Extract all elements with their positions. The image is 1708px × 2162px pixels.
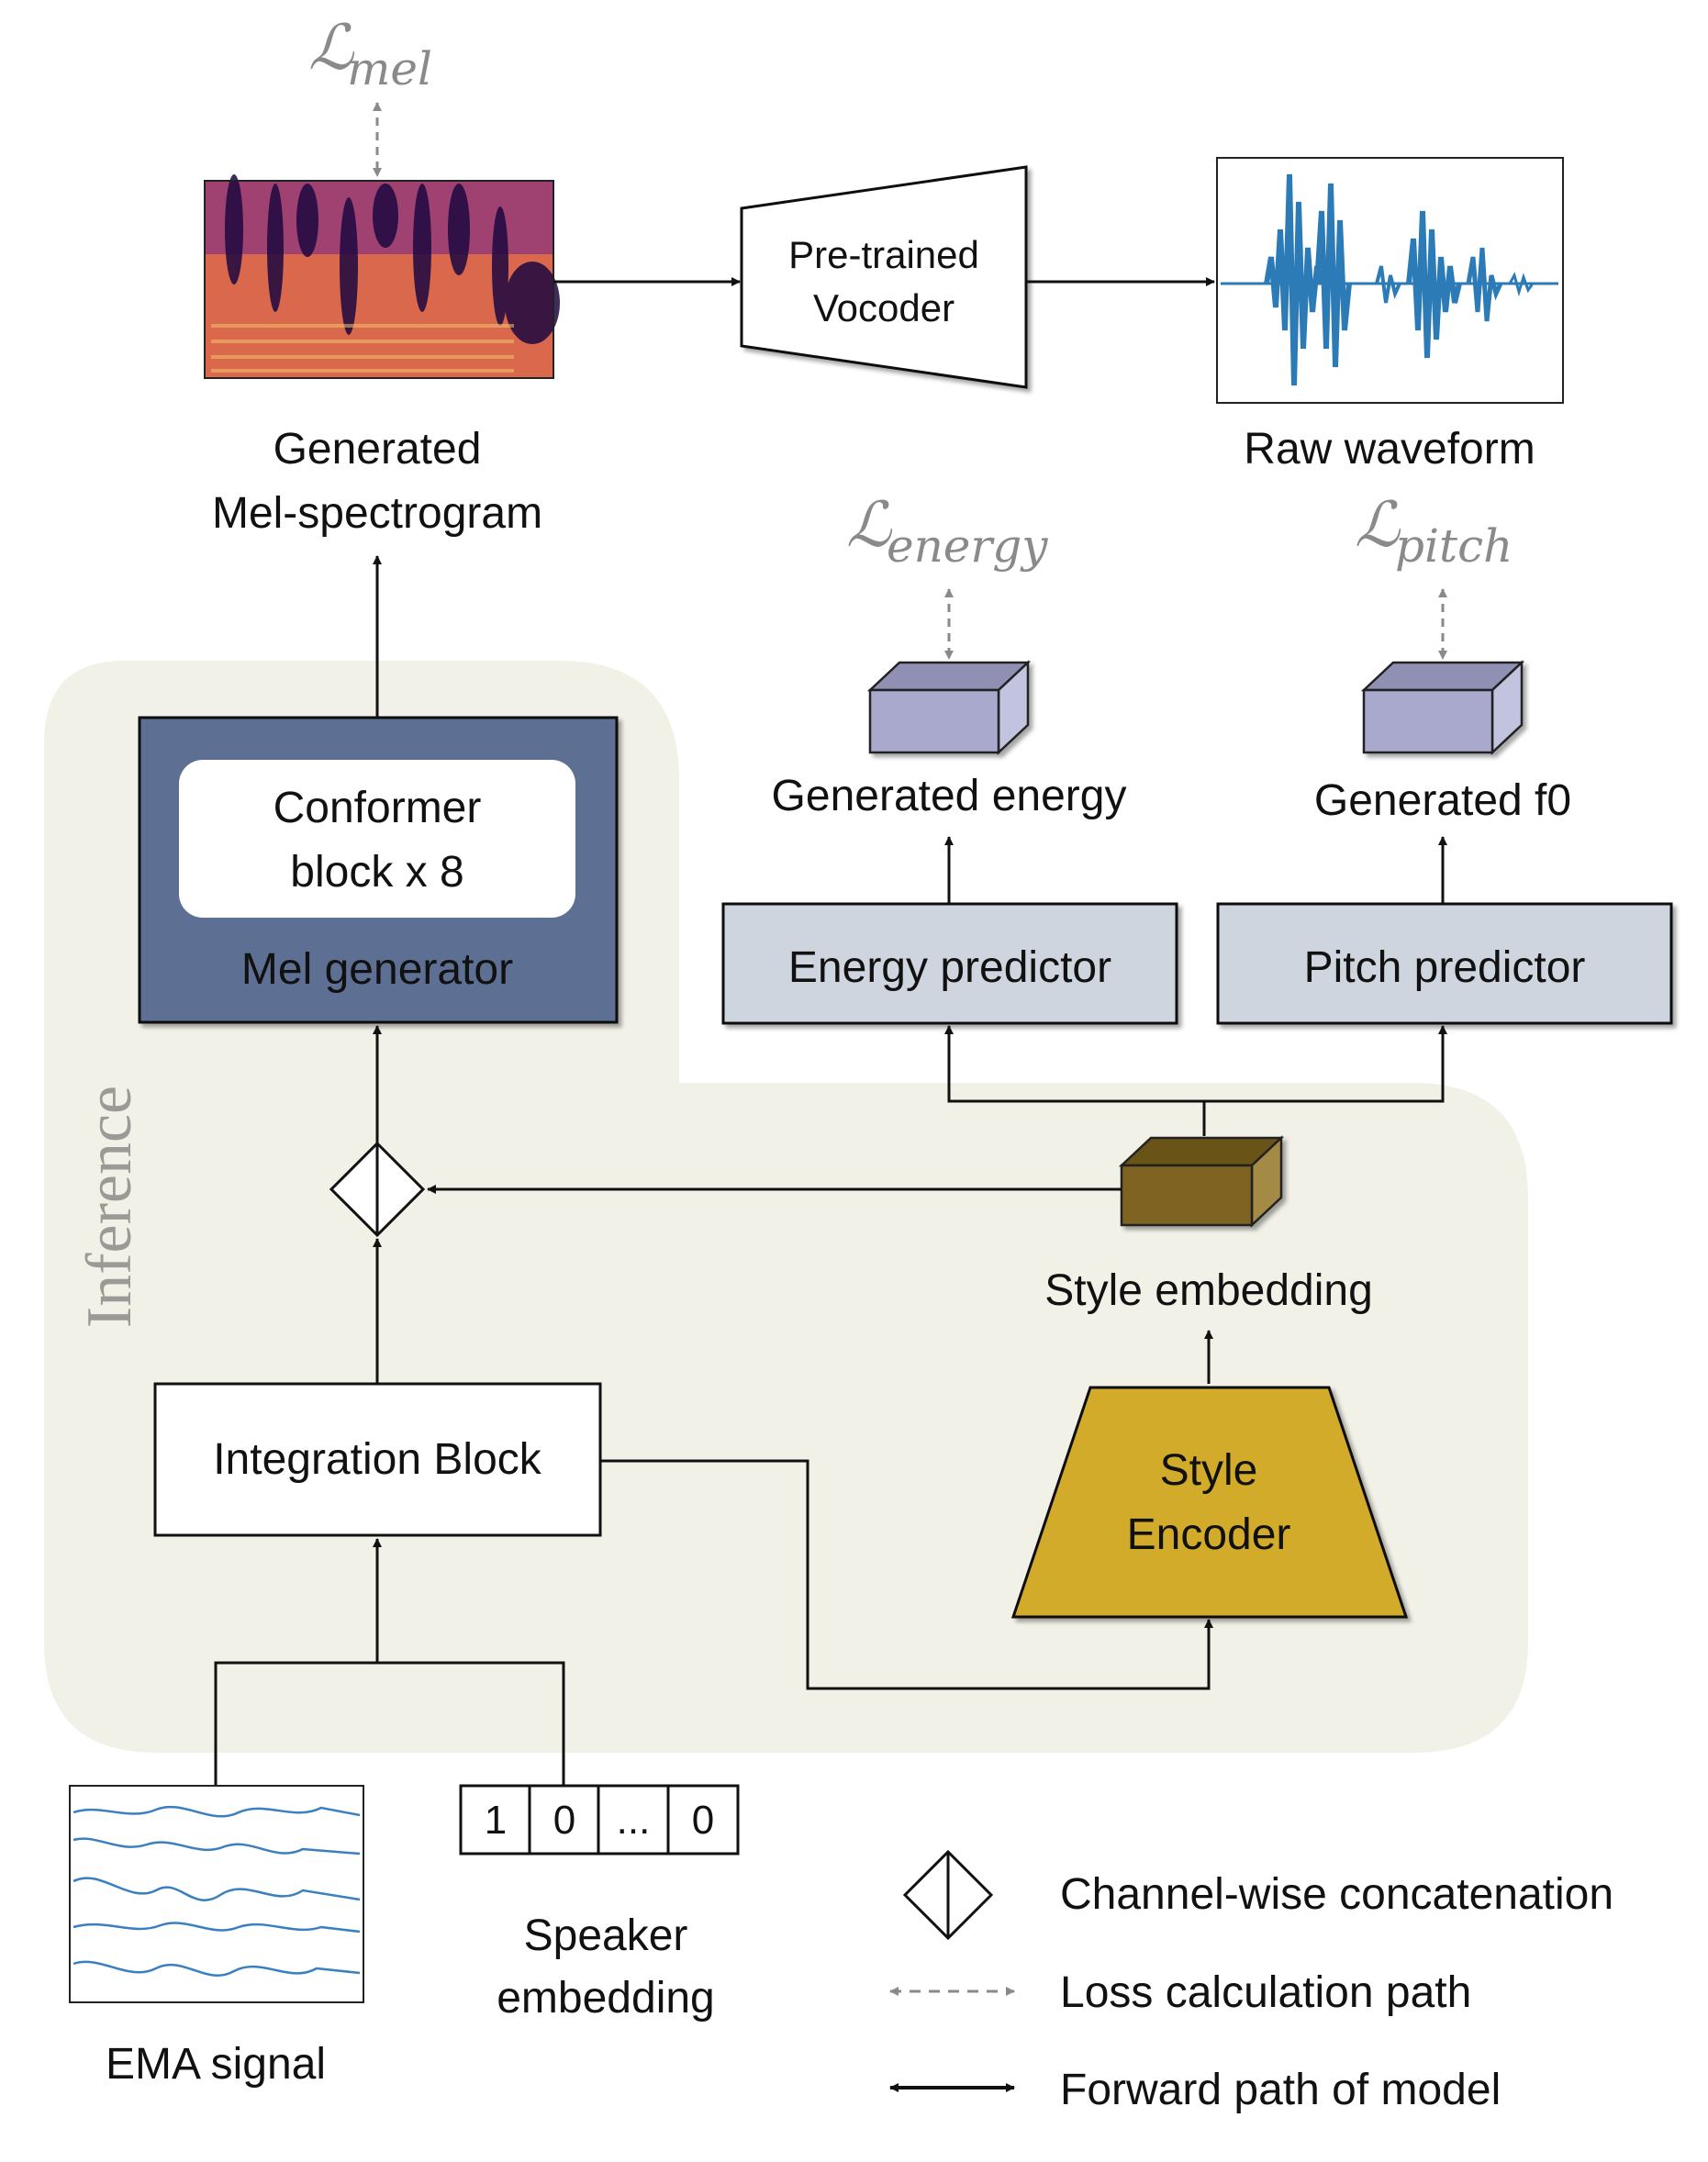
style-embedding-label: Style embedding — [1044, 1266, 1373, 1315]
style-encoder-block — [1010, 1386, 1409, 1619]
loss-mel: ℒ mel — [308, 12, 432, 95]
speaker-embedding-label-line1: Speaker — [524, 1911, 688, 1960]
speaker-vector: 1 0 ... 0 — [459, 1784, 740, 1856]
loss-energy-symbol: ℒ — [846, 489, 893, 562]
vocoder-block — [740, 165, 1028, 389]
style-encoder-label-line2: Encoder — [1127, 1510, 1291, 1559]
loss-energy: ℒ energy — [846, 489, 1048, 573]
raw-waveform-label: Raw waveform — [1244, 425, 1535, 474]
concat-node — [329, 1141, 426, 1238]
generated-mel-label-line2: Mel-spectrogram — [212, 489, 542, 538]
mel-generator-label: Mel generator — [241, 945, 513, 994]
style-to-energy-predictor — [944, 1025, 1206, 1136]
pitch-predictor-block — [1216, 902, 1673, 1025]
style-encoder-label-line1: Style — [1160, 1446, 1258, 1495]
conformer-label-line1: Conformer — [274, 784, 482, 832]
pitch-predictor-label: Pitch predictor — [1304, 943, 1586, 992]
ema-signal-image — [69, 1785, 364, 2003]
speaker-vector-cell: ... — [617, 1798, 651, 1843]
loss-mel-symbol: ℒ — [308, 12, 355, 84]
vocoder-label-line2: Vocoder — [813, 286, 954, 329]
vocoder-label-line1: Pre-trained — [788, 233, 979, 276]
legend: Channel-wise concatenation Loss calculat… — [889, 1849, 1613, 2114]
generated-mel-label-line1: Generated — [274, 425, 482, 474]
loss-mel-subscript: mel — [347, 42, 432, 95]
integration-block-label: Integration Block — [213, 1435, 542, 1484]
generated-energy-label: Generated energy — [772, 772, 1127, 820]
generated-f0-label: Generated f0 — [1314, 776, 1571, 825]
loss-pitch: ℒ pitch — [1355, 489, 1513, 573]
speaker-vector-cell: 0 — [692, 1798, 714, 1843]
speaker-vector-cell: 1 — [485, 1798, 507, 1843]
conformer-label-line2: block x 8 — [290, 848, 463, 897]
legend-loss-path-label: Loss calculation path — [1060, 1968, 1471, 2017]
loss-pitch-symbol: ℒ — [1355, 489, 1401, 562]
speaker-embedding-label-line2: embedding — [497, 1974, 715, 2023]
legend-concat-icon — [902, 1849, 994, 1941]
inference-label: Inference — [74, 1086, 145, 1328]
style-embedding-cube — [1118, 1135, 1285, 1228]
loss-pitch-subscript: pitch — [1395, 519, 1513, 573]
loss-energy-subscript: energy — [887, 519, 1048, 573]
arrow-integration-to-style-encoder — [600, 1459, 1213, 1690]
conformer-block — [179, 760, 575, 918]
generated-energy-cube — [866, 660, 1032, 755]
energy-predictor-label: Energy predictor — [788, 943, 1111, 992]
mel-spectrogram-image — [204, 174, 560, 379]
energy-predictor-block — [721, 902, 1178, 1025]
ema-signal-label: EMA signal — [106, 2040, 326, 2089]
legend-forward-path-label: Forward path of model — [1060, 2066, 1501, 2114]
legend-concat-label: Channel-wise concatenation — [1060, 1870, 1613, 1919]
speaker-vector-cell: 0 — [553, 1798, 575, 1843]
waveform-image — [1216, 157, 1564, 404]
generated-f0-cube — [1360, 660, 1525, 755]
style-to-pitch-predictor — [1204, 1025, 1447, 1103]
